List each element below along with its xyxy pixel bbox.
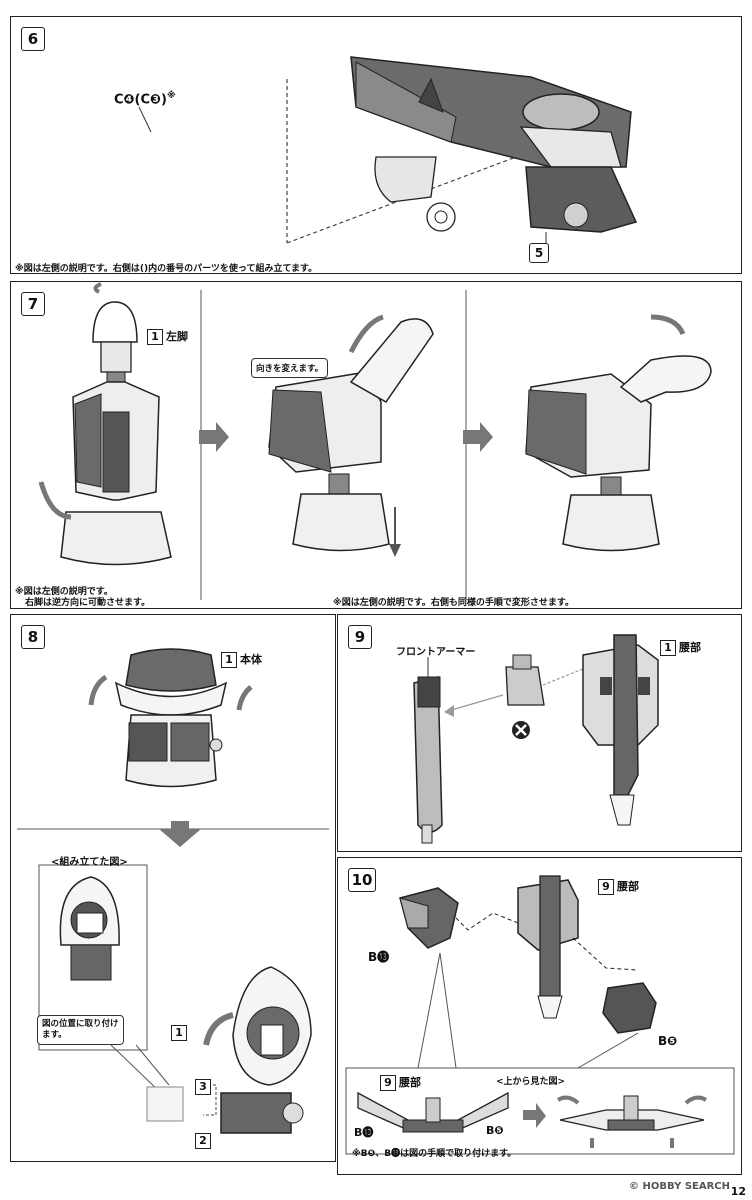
step-9-front-armor-label: フロントアーマー [396,647,476,658]
part-number-box: 1 [660,640,676,656]
step-9-number: 9 [348,625,372,649]
part-label-text: 腰部 [399,1076,421,1089]
hobby-search-watermark: © HOBBY SEARCH [629,1181,730,1192]
step-8-label-2: 2 [195,1133,211,1149]
step-7-number: 7 [21,292,45,316]
part-label-text: 左脚 [166,330,188,343]
step-8-label-1: 1 [171,1025,187,1041]
part-number-box: 9 [380,1075,396,1091]
step-7-note-left-1: ※図は左側の説明です。 [15,587,113,597]
step-10-b13-label: B⓭ [368,950,390,964]
step-6-number: 6 [21,27,45,51]
step-10-note: ※B❺、B⓭は図の手順で取り付けます。 [352,1149,517,1159]
part-code-text: C❹(C❸) [114,92,167,108]
step-8-assembled-title: <組み立てた図> [51,857,128,868]
part-label-text: 腰部 [679,641,701,654]
callout-line-2: ます。 [42,1030,67,1040]
step-8-number: 8 [21,625,45,649]
step-6-note: ※図は左側の説明です。右側は()内の番号のパーツを使って組み立てます。 [15,264,318,274]
step-8-illustration [17,648,329,1134]
part-label-text: 腰部 [617,880,639,893]
step-9-illustration [413,634,659,844]
step-7-note-right: ※図は左側の説明です。右側も同様の手順で変形させます。 [333,598,574,608]
step-7-illustration [38,282,712,600]
step-10-illustration [345,875,735,1155]
part-label-text: 本体 [240,653,262,666]
step-7-note-left-2: 右脚は逆方向に可動させます。 [25,598,151,608]
part-number-box: 1 [221,652,237,668]
callout-line-1: 図の位置に取り付け [42,1019,119,1029]
step-6-illustration [138,56,638,245]
step-10-sub-b13-label: B⓭ [354,1126,374,1139]
step-10-top-view-title: <上から見た図> [496,1077,566,1087]
note-mark: ※ [166,91,176,101]
part-number-box: 9 [598,879,614,895]
step-8-callout: 図の位置に取り付け ます。 [37,1015,124,1045]
step-10-b5-label: B❺ [658,1034,678,1048]
part-number-box: 1 [147,329,163,345]
step-10-number: 10 [348,868,376,892]
step-6-part-code: C❹(C❸)※ [114,91,176,107]
step-7-callout: 向きを変えます。 [251,358,329,378]
step-6-part-number: 5 [529,243,549,263]
step-10-sub-b5-label: B❺ [486,1124,504,1137]
page-number: 12 [730,1185,746,1198]
step-6-panel: 6 C❹(C❸)※ 5 ※図は左側の説明です。右側は()内の番号のパーツを使って… [10,16,742,274]
step-8-label-3: 3 [195,1079,211,1095]
